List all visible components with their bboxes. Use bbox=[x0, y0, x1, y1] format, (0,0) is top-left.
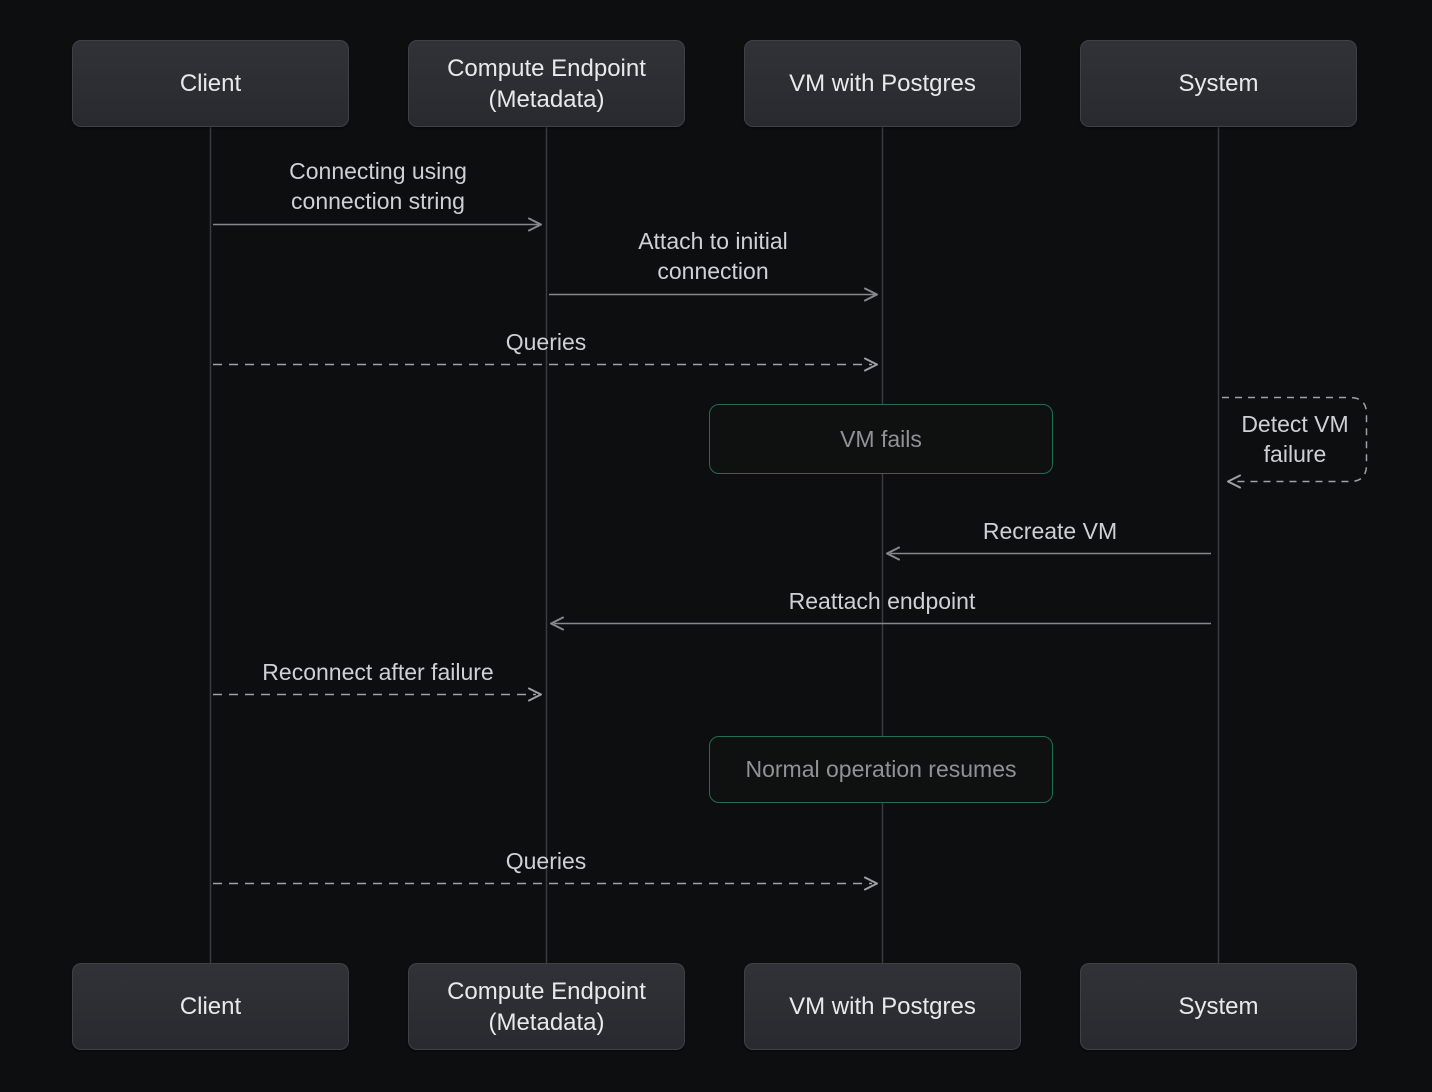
actor-bottom-vm-postgres: VM with Postgres bbox=[744, 963, 1021, 1050]
actor-top-system: System bbox=[1080, 40, 1357, 127]
arrow-reconnect-after-failure bbox=[213, 687, 542, 702]
actor-bottom-client: Client bbox=[72, 963, 349, 1050]
arrow-attach-to-initial-connection bbox=[549, 287, 878, 302]
arrow-reattach-endpoint bbox=[550, 616, 1211, 631]
message-label-detect-vm-failure: Detect VM failure bbox=[1241, 411, 1349, 467]
arrow-recreate-vm bbox=[886, 546, 1211, 561]
arrow-connecting-using-connection-string bbox=[213, 217, 542, 232]
note-vm-fails: VM fails bbox=[709, 404, 1053, 474]
message-label-queries-1: Queries bbox=[505, 329, 587, 355]
arrow-queries-1 bbox=[213, 357, 878, 372]
message-label-connecting: Connecting using connection string bbox=[289, 158, 467, 214]
message-label-queries-2: Queries bbox=[505, 848, 587, 874]
actor-top-client: Client bbox=[72, 40, 349, 127]
actor-bottom-compute-endpoint: Compute Endpoint (Metadata) bbox=[408, 963, 685, 1050]
message-label-attach: Attach to initial connection bbox=[638, 228, 788, 284]
message-label-recreate-vm: Recreate VM bbox=[982, 518, 1118, 544]
actor-bottom-system: System bbox=[1080, 963, 1357, 1050]
arrow-queries-2 bbox=[213, 876, 878, 891]
actor-top-compute-endpoint: Compute Endpoint (Metadata) bbox=[408, 40, 685, 127]
message-label-reattach: Reattach endpoint bbox=[788, 588, 976, 614]
message-label-reconnect: Reconnect after failure bbox=[262, 659, 494, 685]
actor-top-vm-postgres: VM with Postgres bbox=[744, 40, 1021, 127]
note-normal-operation: Normal operation resumes bbox=[709, 736, 1053, 803]
